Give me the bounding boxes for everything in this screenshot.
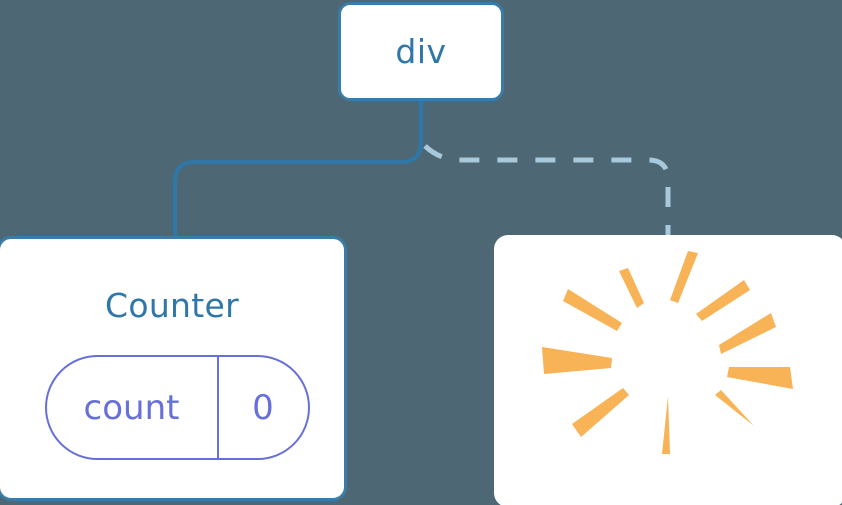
sparkle-burst-icon <box>542 251 793 454</box>
node-burst[interactable] <box>494 235 842 505</box>
state-pill-count[interactable]: count 0 <box>44 355 310 460</box>
edge-div-to-counter <box>173 99 423 240</box>
state-pill-key: count <box>47 357 219 458</box>
node-counter-label: Counter <box>105 286 239 325</box>
node-div[interactable]: div <box>338 2 504 101</box>
edge-div-to-burst <box>423 144 671 237</box>
node-counter[interactable]: Counter count 0 <box>0 236 347 501</box>
state-pill-value: 0 <box>252 387 274 428</box>
node-div-label: div <box>395 32 447 71</box>
